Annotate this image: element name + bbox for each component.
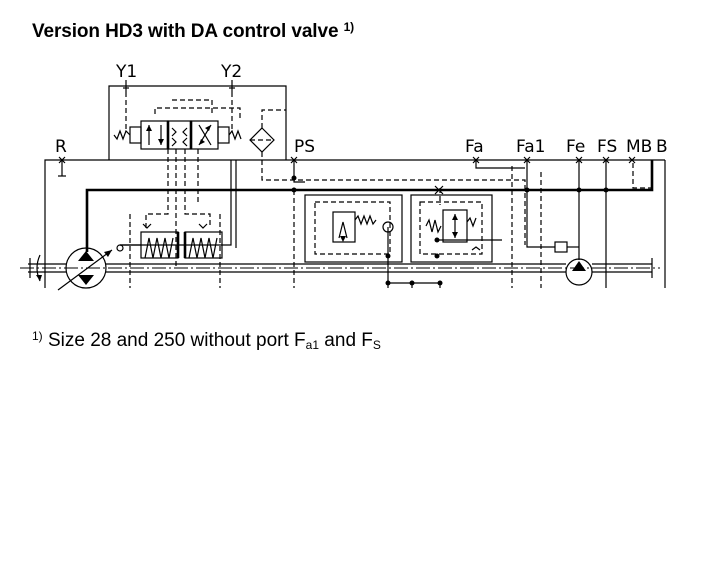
main-pressure-line xyxy=(85,160,654,252)
port-label-r: R xyxy=(55,137,67,157)
footnote-text-b: and F xyxy=(319,330,373,351)
footnote-mark: 1) xyxy=(32,329,43,343)
page-title: Version HD3 with DA control valve 1) xyxy=(32,20,354,43)
port-mark-y2 xyxy=(229,80,235,92)
footnote-text-a: Size 28 and 250 without port F xyxy=(42,330,306,351)
pilot-lines xyxy=(125,92,652,288)
port-mark-r xyxy=(58,156,66,177)
port-label-y1: Y1 xyxy=(115,62,137,82)
footnote-sub-b: S xyxy=(372,338,381,352)
spring-actuator xyxy=(116,223,223,259)
port-label-fe: Fe xyxy=(566,137,585,157)
port-label-mb: MB xyxy=(626,137,652,157)
boost-pump-symbol xyxy=(565,258,593,286)
restrictor-symbol xyxy=(554,241,579,253)
port-label-fs: FS xyxy=(597,137,617,157)
port-label-y2: Y2 xyxy=(220,62,242,82)
footnote: 1) Size 28 and 250 without port Fa1 and … xyxy=(32,329,381,352)
port-mark-y1 xyxy=(123,80,129,92)
title-footnote-mark: 1) xyxy=(343,20,355,34)
port-label-b: B xyxy=(656,137,668,157)
drive-shaft xyxy=(20,258,660,278)
port-mark-mb xyxy=(628,156,636,164)
main-pump-symbol xyxy=(36,247,113,291)
valve-module-left xyxy=(304,194,403,263)
port-label-ps: PS xyxy=(294,137,315,157)
valve-module-right xyxy=(410,185,493,263)
filter-symbol xyxy=(249,127,275,153)
title-text: Version HD3 with DA control valve xyxy=(32,21,344,42)
signal-lines xyxy=(120,160,609,288)
da-control-valve xyxy=(113,120,242,150)
port-marks xyxy=(58,80,636,177)
control-block-outline xyxy=(44,85,666,288)
footnote-sub-a: a1 xyxy=(305,338,320,352)
port-label-fa1: Fa1 xyxy=(516,137,545,157)
port-label-fa: Fa xyxy=(465,137,484,157)
